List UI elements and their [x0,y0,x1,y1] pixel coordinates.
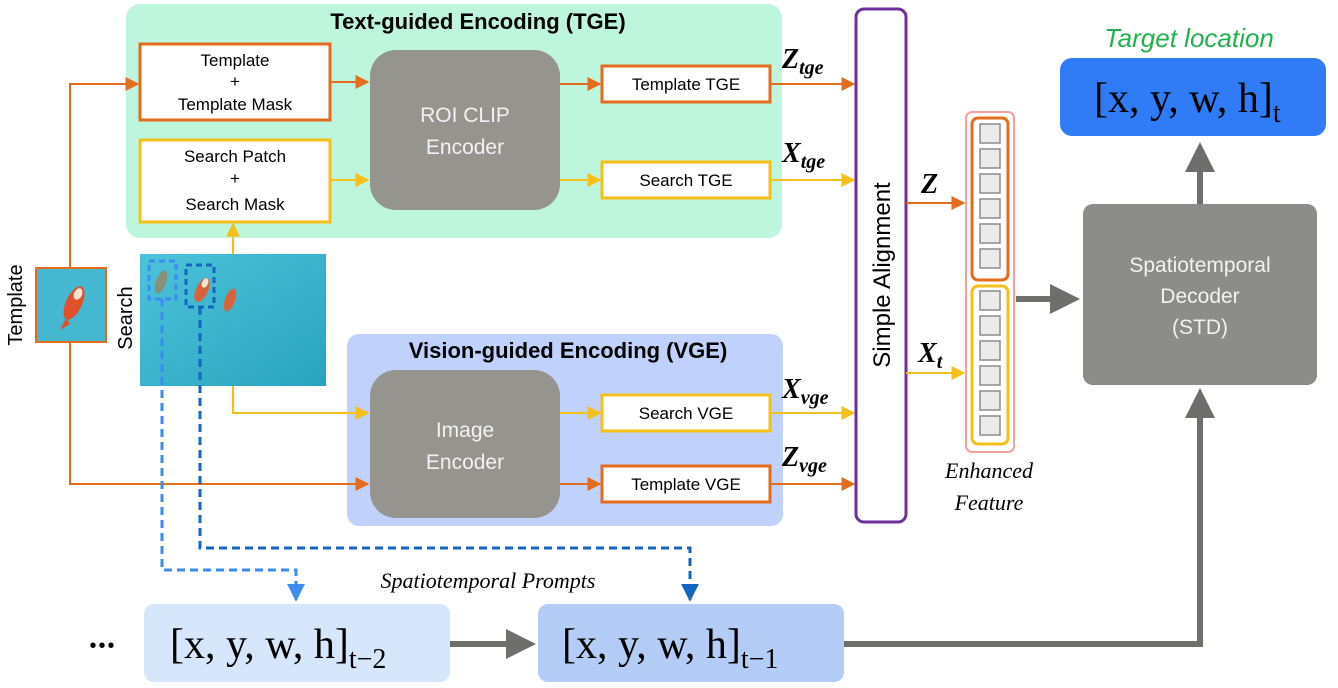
template-input-label: Template [5,264,27,345]
template-fish [60,286,85,330]
search-mask-line3: Search Mask [185,195,285,214]
tge-title: Text-guided Encoding (TGE) [330,9,625,34]
template-mask-line3: Template Mask [178,95,293,114]
search-vge-label: Search VGE [639,404,734,423]
z-token-cell [979,223,1001,244]
decoder-line1: Spatiotemporal [1129,254,1270,277]
search-mask-line1: Search Patch [184,147,286,166]
search-route-to-vge [232,386,370,420]
xt-token-cell [979,290,1001,311]
xt-token-cell [979,415,1001,436]
search-mask-line2: + [230,169,240,188]
search-mask-box [138,138,332,224]
feature-tokens [979,123,1001,436]
image-encoder-line2: Encoder [426,451,504,474]
vge-title: Vision-guided Encoding (VGE) [409,338,728,363]
z-aligned-label: Z [920,169,938,200]
prompt-box-prev1 [538,604,844,682]
search-tge-label: Search TGE [639,171,732,190]
z-tge-label: Ztge [781,44,824,79]
xt-token-cell [979,365,1001,386]
template-tge-label: Template TGE [632,75,740,94]
z-token-cell [979,173,1001,194]
prompt-box-prev2 [144,604,450,682]
simple-alignment-block [854,7,908,524]
decoder-line3: (STD) [1172,316,1228,339]
xt-token-cell [979,340,1001,361]
arrow-prompts-to-decoder [844,388,1215,647]
z-token-cell [979,198,1001,219]
image-encoder-line1: Image [436,419,494,442]
spatiotemporal-decoder [1083,204,1317,385]
spatiotemporal-prompts-label: Spatiotemporal Prompts [381,568,596,593]
prompt-ellipsis: ••• [89,635,116,657]
z-token-cell [979,123,1001,144]
simple-alignment-label: Simple Alignment [869,182,896,368]
prompt-route-prev1 [198,307,699,602]
template-vge-label: Template VGE [631,475,741,494]
search-image [140,254,326,386]
roi-clip-encoder-line2: Encoder [426,136,504,159]
template-vge-box [600,464,772,504]
target-location-box [1060,58,1326,136]
z-token-cell [979,148,1001,169]
target-location-title: Target location [1104,23,1274,53]
search-fish-3 [223,288,237,312]
roi-clip-encoder [370,50,560,210]
template-route-to-vge [69,342,370,491]
template-mask-line2: + [230,72,240,91]
enhanced-feature-line1: Enhanced [944,458,1034,483]
xt-token-cell [979,315,1001,336]
xt-aligned-label: Xt [917,338,944,373]
x-vge-label: Xvge [781,374,829,409]
search-fish-1 [154,270,168,294]
target-location-value: [x, y, w, h]t [1094,76,1281,129]
x-tge-label: Xtge [781,138,825,173]
decoder-line2: Decoder [1160,285,1239,308]
prompt-value-prev2: [x, y, w, h]t−2 [170,622,386,675]
template-route-to-tge [69,77,140,268]
search-input-label: Search [115,286,137,349]
xt-token-cell [979,390,1001,411]
z-vge-label: Zvge [781,442,827,477]
image-encoder [370,370,560,518]
prompt-value-prev1: [x, y, w, h]t−1 [562,622,778,675]
roi-clip-encoder-line1: ROI CLIP [420,104,510,127]
z-token-cell [979,248,1001,269]
prompt-route-prev2 [160,299,305,602]
template-mask-line1: Template [201,51,270,70]
search-fish-2 [194,277,210,303]
search-dashed-box-prev2 [147,259,178,301]
enhanced-feature-line2: Feature [954,490,1024,515]
